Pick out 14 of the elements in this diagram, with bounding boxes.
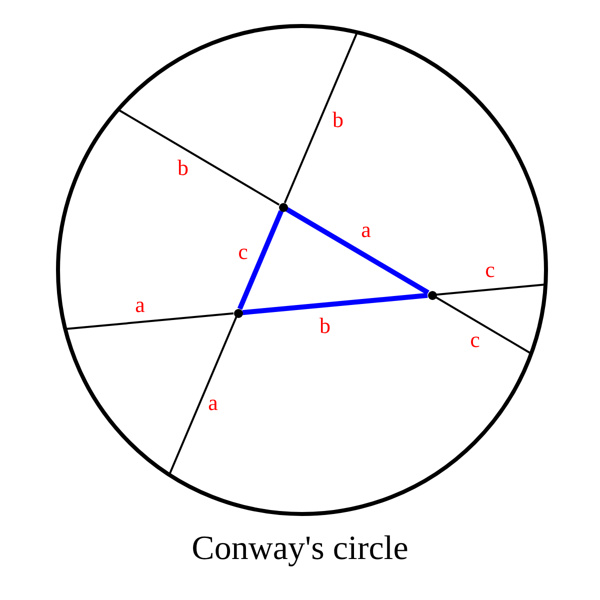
vertex-dot [428,290,436,300]
triangle-side [242,292,428,316]
line-segment [65,312,234,330]
triangle-side [237,210,284,310]
line-segment [435,296,532,354]
line-segment [436,283,546,296]
line-segment [284,32,358,204]
vertex-dot [278,202,288,212]
caption: Conway's circle [192,530,408,568]
line-segment [168,316,238,476]
triangle-side [286,207,430,295]
line-segment [118,108,280,206]
circle-outline [56,24,548,516]
vertex-dot [234,308,242,318]
